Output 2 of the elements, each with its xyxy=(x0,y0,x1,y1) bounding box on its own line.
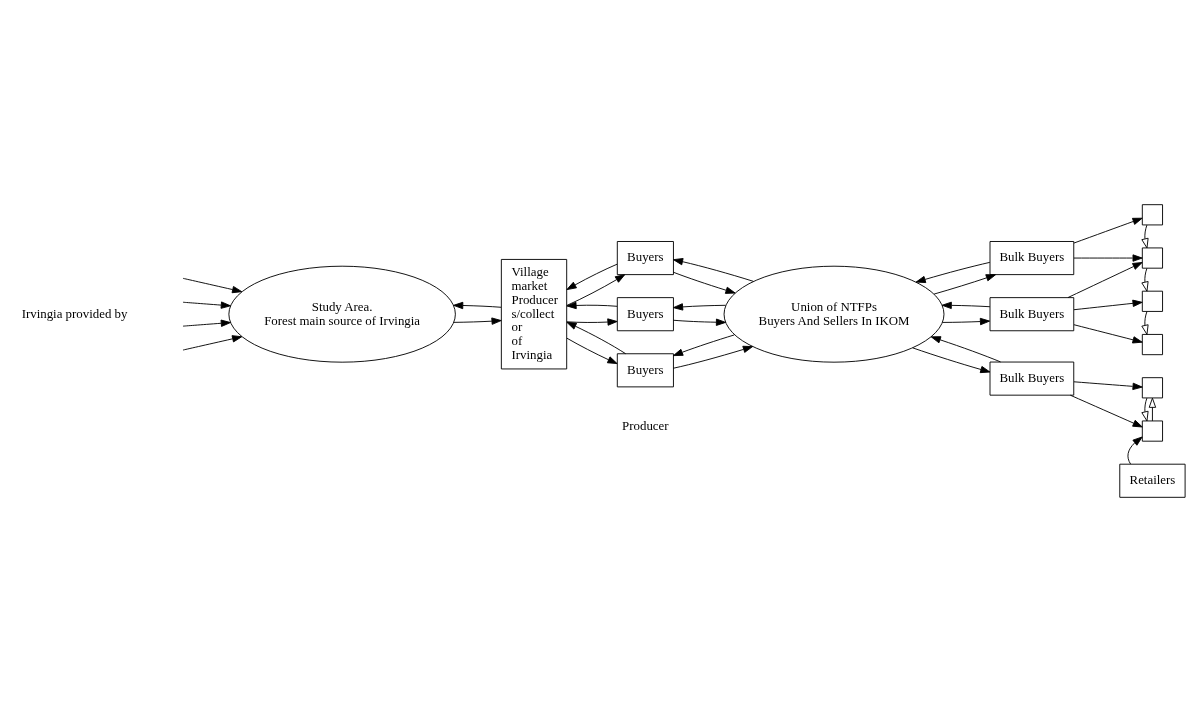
label: Producer xyxy=(622,418,669,433)
label: Irvingia provided by xyxy=(21,306,128,321)
